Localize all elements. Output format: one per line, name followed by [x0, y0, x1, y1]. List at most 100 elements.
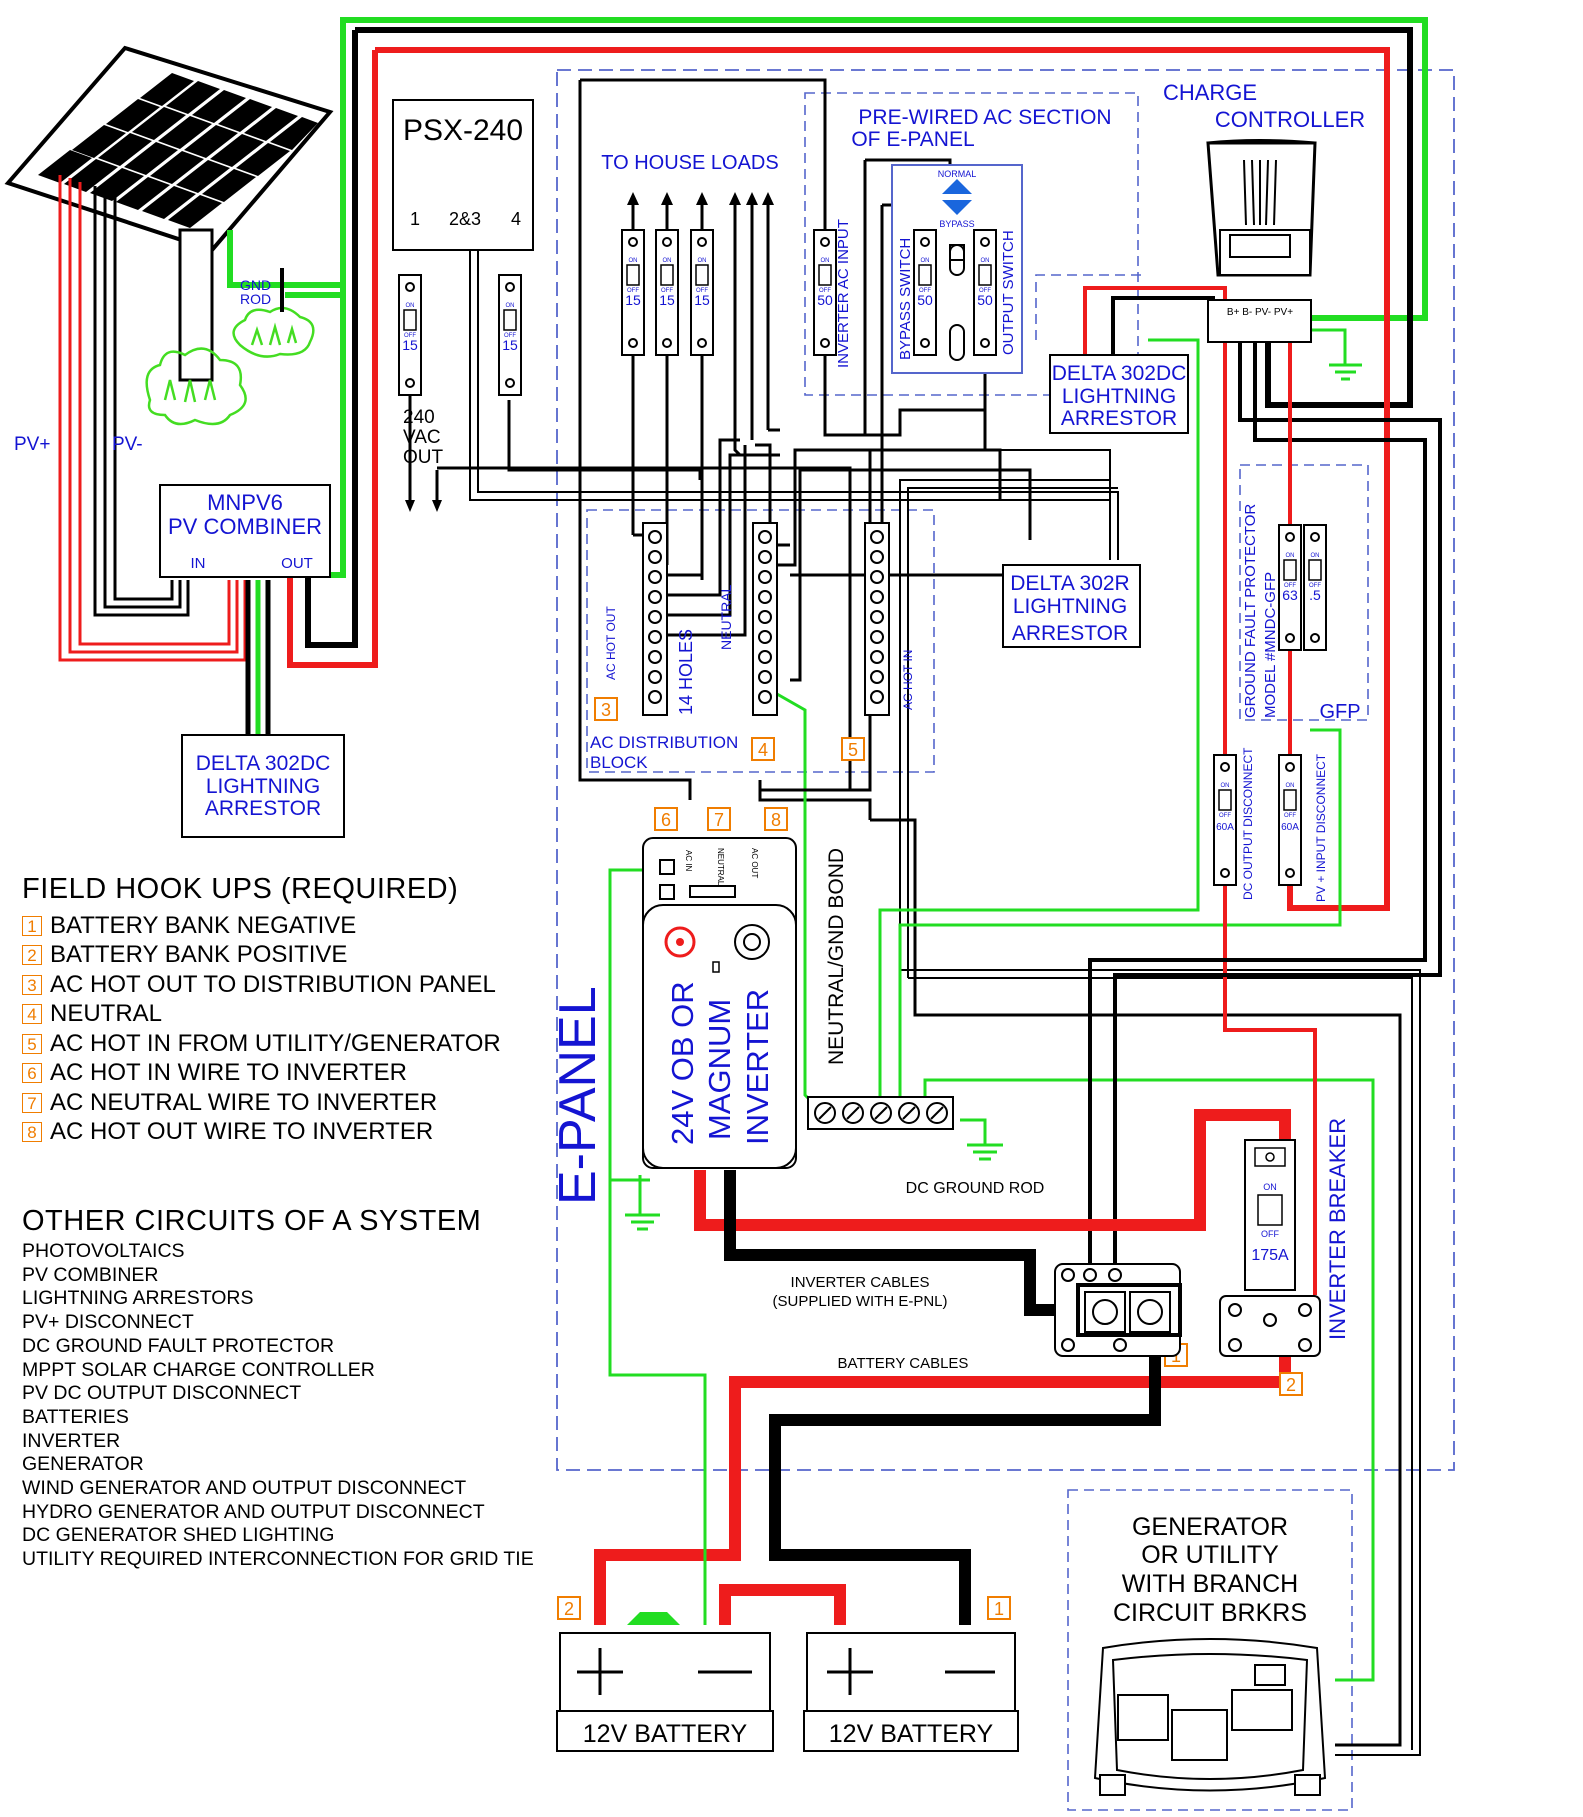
- prewired-label-1: PRE-WIRED AC SECTION: [858, 106, 1111, 129]
- other-circuits-section: OTHER CIRCUITS OF A SYSTEM PHOTOVOLTAICS…: [22, 1205, 534, 1572]
- block-hole: [648, 690, 662, 704]
- psx-label: PSX-240: [403, 114, 523, 147]
- orange-marker-number: 5: [848, 740, 858, 760]
- gfp-boundary: [1239, 464, 1369, 721]
- dc-output-disconnect-label: DC OUTPUT DISCONNECT: [1241, 747, 1255, 900]
- arrestor-302r-l1: DELTA 302R: [1010, 572, 1129, 595]
- shunt-block: [1054, 1263, 1182, 1357]
- output-switch-label: OUTPUT SWITCH: [1000, 230, 1017, 355]
- other-circuit-item: MPPT SOLAR CHARGE CONTROLLER: [22, 1358, 375, 1381]
- orange-marker-box: [841, 737, 865, 761]
- prewired-boundary: [804, 92, 1139, 396]
- orange-marker-number: 8: [771, 810, 781, 830]
- block-hole: [870, 670, 884, 684]
- breaker-175-on: ON: [1263, 1182, 1277, 1192]
- vac-out-label: OUT: [403, 447, 444, 468]
- gfp-label: GFP: [1319, 701, 1360, 723]
- block-hole: [648, 530, 662, 544]
- breaker-on-label: ON: [981, 258, 990, 264]
- breaker-175-rating: 175A: [1251, 1247, 1289, 1264]
- block-holes: [648, 530, 884, 704]
- arrestor-dc-left-l3: ARRESTOR: [205, 797, 321, 820]
- arrestor-dc-right-l3: ARRESTOR: [1061, 407, 1177, 430]
- block-hole: [870, 690, 884, 704]
- pv-string-wires: [58, 175, 247, 662]
- breaker-rating-label: 63: [1282, 587, 1298, 603]
- inverter-ac-out-label: AC OUT: [750, 848, 759, 878]
- block-hole: [758, 630, 772, 644]
- psx-terminal-4: 4: [511, 209, 521, 229]
- inverter-neutral-label: NEUTRAL: [716, 848, 725, 886]
- ac-hot-in-label: AC HOT IN: [901, 650, 915, 710]
- hookup-number-badge: 2: [22, 945, 42, 966]
- breaker-off-label: OFF: [504, 333, 516, 339]
- hookup-text: AC HOT OUT TO DISTRIBUTION PANEL: [50, 970, 496, 998]
- solar-panel-icon: [4, 45, 334, 382]
- field-hookups-title: FIELD HOOK UPS (REQUIRED): [22, 873, 459, 905]
- inverter-ac-in-label: AC IN: [684, 850, 693, 872]
- breaker-rating-label: 50: [977, 292, 993, 308]
- breaker-off-label: OFF: [1309, 583, 1321, 589]
- generator-label-4: CIRCUIT BRKRS: [1113, 1599, 1307, 1627]
- bypass-label: BYPASS: [939, 219, 974, 229]
- block-hole: [758, 570, 772, 584]
- bond-screw-slot: [902, 1106, 916, 1120]
- breaker-off-label: OFF: [1284, 813, 1296, 819]
- gfp-side-label-2: MODEL #MNDC-GFP: [1262, 572, 1279, 718]
- e-panel-label: E-PANEL: [549, 986, 607, 1205]
- orange-marker-number: 6: [661, 810, 671, 830]
- breaker-rating-label: 15: [402, 337, 418, 353]
- charge-controller-icon: B+ B- PV- PV+: [1206, 139, 1317, 343]
- arrestor-302r-l3: ARRESTOR: [1012, 622, 1128, 645]
- rod-label: ROD: [240, 291, 271, 307]
- breaker-rating-label: 60A: [1281, 822, 1299, 833]
- arrestor-dc-left-l2: LIGHTNING: [206, 775, 320, 798]
- combiner-out-label: OUT: [281, 555, 313, 572]
- orange-marker-number: 4: [758, 740, 768, 760]
- orange-marker-box: [764, 807, 788, 831]
- arrestor-dc-right: [1049, 354, 1189, 434]
- block-hole: [758, 610, 772, 624]
- block-hole: [648, 590, 662, 604]
- breaker-on-label: ON: [821, 258, 830, 264]
- bond-screw-slot: [930, 1106, 944, 1120]
- breaker-off-label: OFF: [661, 288, 673, 294]
- breaker-rating-label: .5: [1309, 587, 1321, 603]
- block-hole: [870, 590, 884, 604]
- block-hole: [870, 630, 884, 644]
- normal-arrow-icon: [942, 179, 972, 194]
- other-circuit-item: DC GENERATOR SHED LIGHTING: [22, 1524, 335, 1547]
- grass-icon: [145, 347, 247, 426]
- hookup-text: AC NEUTRAL WIRE TO INVERTER: [50, 1088, 438, 1116]
- breaker-off-label: OFF: [627, 288, 639, 294]
- breaker-on-label: ON: [1286, 783, 1295, 789]
- block-hole: [758, 550, 772, 564]
- breaker-175-off: OFF: [1261, 1229, 1279, 1239]
- hookup-number-badge: 8: [22, 1122, 42, 1143]
- breaker-rating-label: 15: [694, 292, 710, 308]
- vac-label: VAC: [403, 427, 441, 448]
- battery-right: [803, 1632, 1019, 1752]
- breaker-off-label: OFF: [1284, 583, 1296, 589]
- hookup-number-badge: 1: [22, 915, 42, 936]
- charge-controller-label-2: CONTROLLER: [1215, 107, 1365, 132]
- orange-marker-box: [751, 737, 775, 761]
- breaker-rating-label: 50: [917, 292, 933, 308]
- block-hole: [758, 650, 772, 664]
- other-circuit-item: INVERTER: [22, 1429, 121, 1452]
- inverter-ac-input-label: INVERTER AC INPUT: [835, 219, 852, 368]
- combiner-subtitle: PV COMBINER: [168, 514, 322, 539]
- breaker-rating-label: 15: [659, 292, 675, 308]
